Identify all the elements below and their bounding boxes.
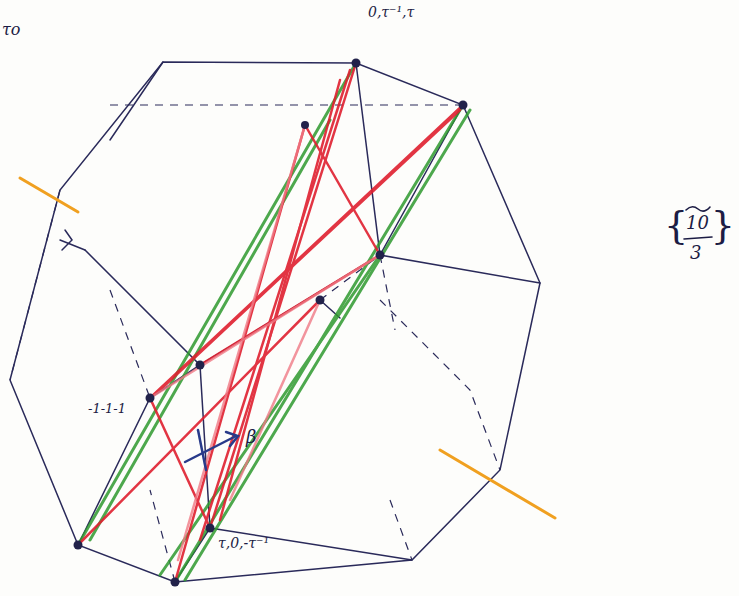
vertex-coordinate: -1-1-1	[88, 402, 126, 415]
vertex-coordinate: 0,τ⁻¹,τ	[368, 5, 414, 19]
axis-lines	[20, 178, 555, 518]
schlafli-denominator: 3	[690, 244, 701, 262]
brace: }	[711, 206, 735, 244]
angle-symbol: β	[246, 428, 256, 446]
rotation-arrow	[185, 430, 238, 470]
brace: {	[664, 206, 688, 244]
green-lines	[78, 63, 470, 582]
red-lines	[78, 63, 463, 582]
vertex-dots	[74, 59, 468, 587]
pink-lines	[150, 125, 380, 560]
fraction-marks	[684, 207, 712, 239]
corner-coordinate: τo	[2, 22, 20, 38]
hidden-edges	[10, 105, 500, 582]
polyhedron-outline	[10, 62, 540, 582]
vertex-coordinate: τ,0,-τ⁻¹	[218, 536, 269, 550]
schlafli-numerator: 10	[686, 214, 709, 232]
